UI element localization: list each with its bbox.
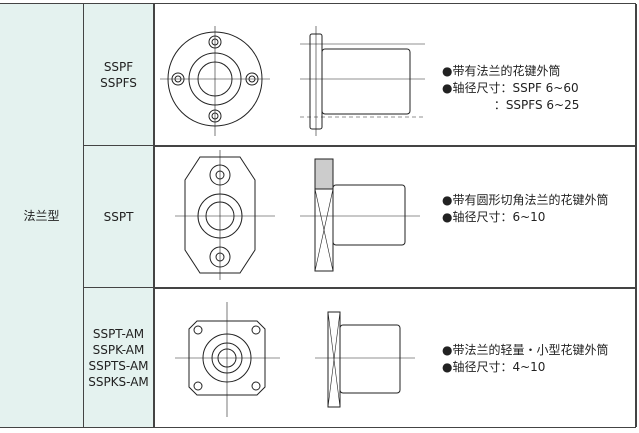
model-name: SSPFS [100, 75, 137, 90]
desc-line: ●带法兰的轻量・小型花键外筒 [442, 343, 609, 357]
model-cell: SSPT-AM SSPK-AM SSPTS-AM SSPKS-AM [84, 288, 153, 427]
model-name: SSPKS-AM [88, 374, 149, 389]
table-row: SSPT [84, 146, 636, 287]
desc-line: ●带有法兰的花键外筒 [442, 64, 561, 78]
desc-line: ●轴径尺寸：SSPF 6~60 [442, 81, 579, 95]
description: ●带有法兰的花键外筒 ●轴径尺寸：SSPF 6~60 ：SSPFS 6~25 [442, 63, 579, 114]
category-cell: 法兰型 [0, 4, 83, 427]
model-name: SSPT [103, 209, 134, 224]
sspt-am-drawing [175, 302, 415, 417]
desc-line: ●轴径尺寸：6~10 [442, 210, 546, 224]
description: ●带有圆形切角法兰的花键外筒 ●轴径尺寸：6~10 [442, 192, 608, 226]
model-cell: SSPF SSPFS [84, 4, 153, 145]
desc-line: ●轴径尺寸：4~10 [442, 360, 546, 374]
model-name: SSPTS-AM [88, 358, 149, 373]
model-name: SSPT-AM [92, 326, 145, 341]
desc-line: ：SSPFS 6~25 [442, 98, 580, 112]
model-name: SSPK-AM [92, 342, 145, 357]
sspt-drawing [175, 150, 420, 280]
description: ●带法兰的轻量・小型花键外筒 ●轴径尺寸：4~10 [442, 342, 608, 376]
category-label: 法兰型 [23, 209, 60, 223]
product-table: 法兰型 SSPF SSPFS SSPT SSPT-AM SSPK-AM SSPT… [0, 3, 637, 428]
table-row: SSPF SSPFS [84, 4, 636, 145]
model-cell: SSPT [84, 146, 153, 287]
table-row: SSPT-AM SSPK-AM SSPTS-AM SSPKS-AM [84, 288, 636, 427]
model-name: SSPF [103, 59, 134, 74]
sspf-drawing [160, 26, 425, 136]
desc-line: ●带有圆形切角法兰的花键外筒 [442, 193, 609, 207]
